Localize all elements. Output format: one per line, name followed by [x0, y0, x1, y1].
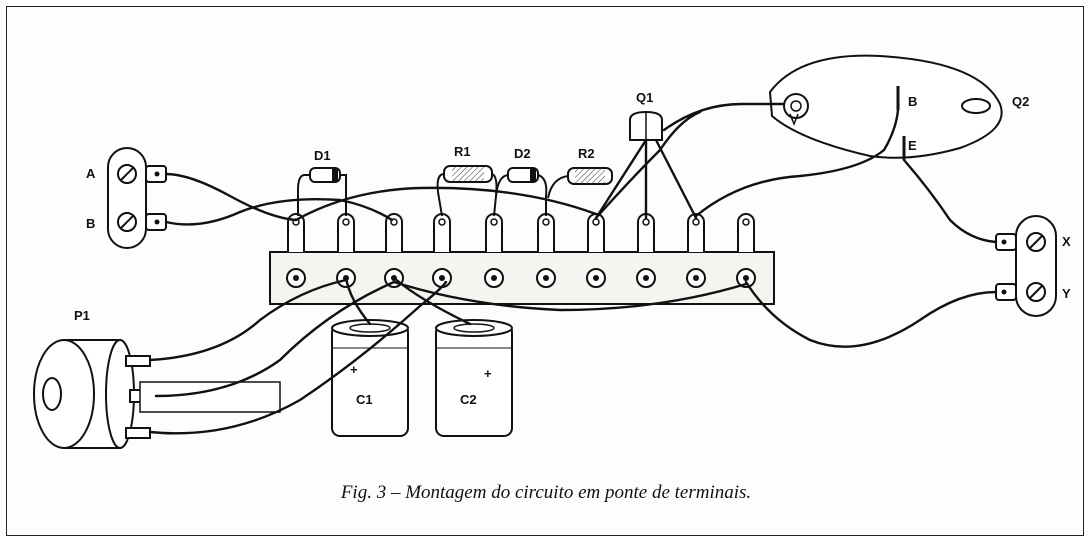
- labels: A B P1 D1 R1 D2 R2 Q1 Q2 B E X Y C1 C2 +…: [74, 90, 1071, 407]
- label-c1: C1: [356, 392, 373, 407]
- label-r2: R2: [578, 146, 595, 161]
- terminal-block-xy: [995, 215, 1057, 317]
- potentiometer-p1: [33, 339, 281, 449]
- transistor-q2: [768, 54, 1003, 160]
- resistor-r1: [436, 165, 498, 217]
- diode-d1: [297, 167, 347, 216]
- label-c2-plus: +: [484, 366, 492, 381]
- diode-d2: [495, 167, 548, 216]
- label-c1-plus: +: [350, 362, 358, 377]
- label-q1: Q1: [636, 90, 653, 105]
- label-p1: P1: [74, 308, 90, 323]
- label-b: B: [86, 216, 95, 231]
- label-d2: D2: [514, 146, 531, 161]
- label-d1: D1: [314, 148, 331, 163]
- capacitor-c2: [435, 319, 513, 437]
- label-a: A: [86, 166, 96, 181]
- label-y: Y: [1062, 286, 1071, 301]
- figure-caption: Fig. 3 – Montagem do circuito em ponte d…: [340, 482, 752, 503]
- wires: [148, 102, 998, 435]
- terminal-strip: [269, 213, 775, 305]
- resistor-r2: [547, 167, 613, 199]
- label-q2: Q2: [1012, 94, 1029, 109]
- label-q2-e: E: [908, 138, 917, 153]
- label-c2: C2: [460, 392, 477, 407]
- capacitor-c1: [331, 319, 409, 437]
- label-x: X: [1062, 234, 1071, 249]
- transistor-q1: [629, 110, 663, 141]
- terminal-block-ab: [107, 147, 167, 249]
- label-r1: R1: [454, 144, 471, 159]
- label-q2-b: B: [908, 94, 917, 109]
